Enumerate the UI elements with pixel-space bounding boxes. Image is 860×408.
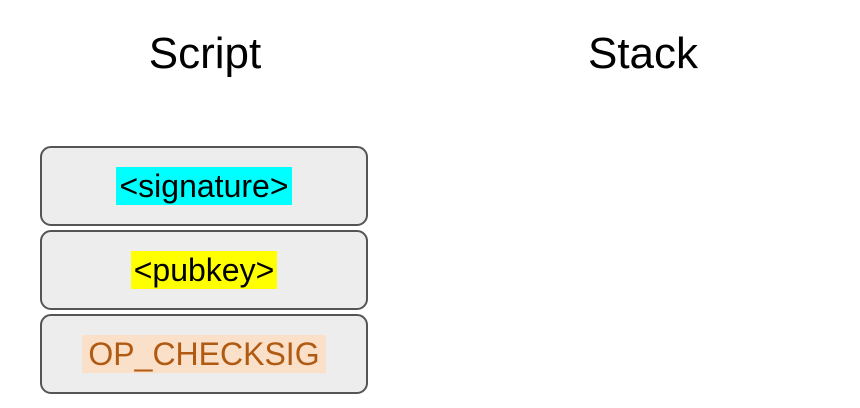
script-token-label: OP_CHECKSIG (82, 335, 326, 373)
script-token-label: <pubkey> (130, 251, 278, 289)
stack-column-title: Stack (587, 29, 699, 78)
script-column-title: Script (148, 29, 262, 78)
script-item-pubkey[interactable]: <pubkey> (40, 230, 368, 310)
stack-column (478, 146, 806, 385)
script-item-signature[interactable]: <signature> (40, 146, 368, 226)
script-item-op-checksig[interactable]: OP_CHECKSIG (40, 314, 368, 394)
script-column: <signature> <pubkey> OP_CHECKSIG (40, 146, 368, 394)
script-token-label: <signature> (116, 167, 292, 205)
